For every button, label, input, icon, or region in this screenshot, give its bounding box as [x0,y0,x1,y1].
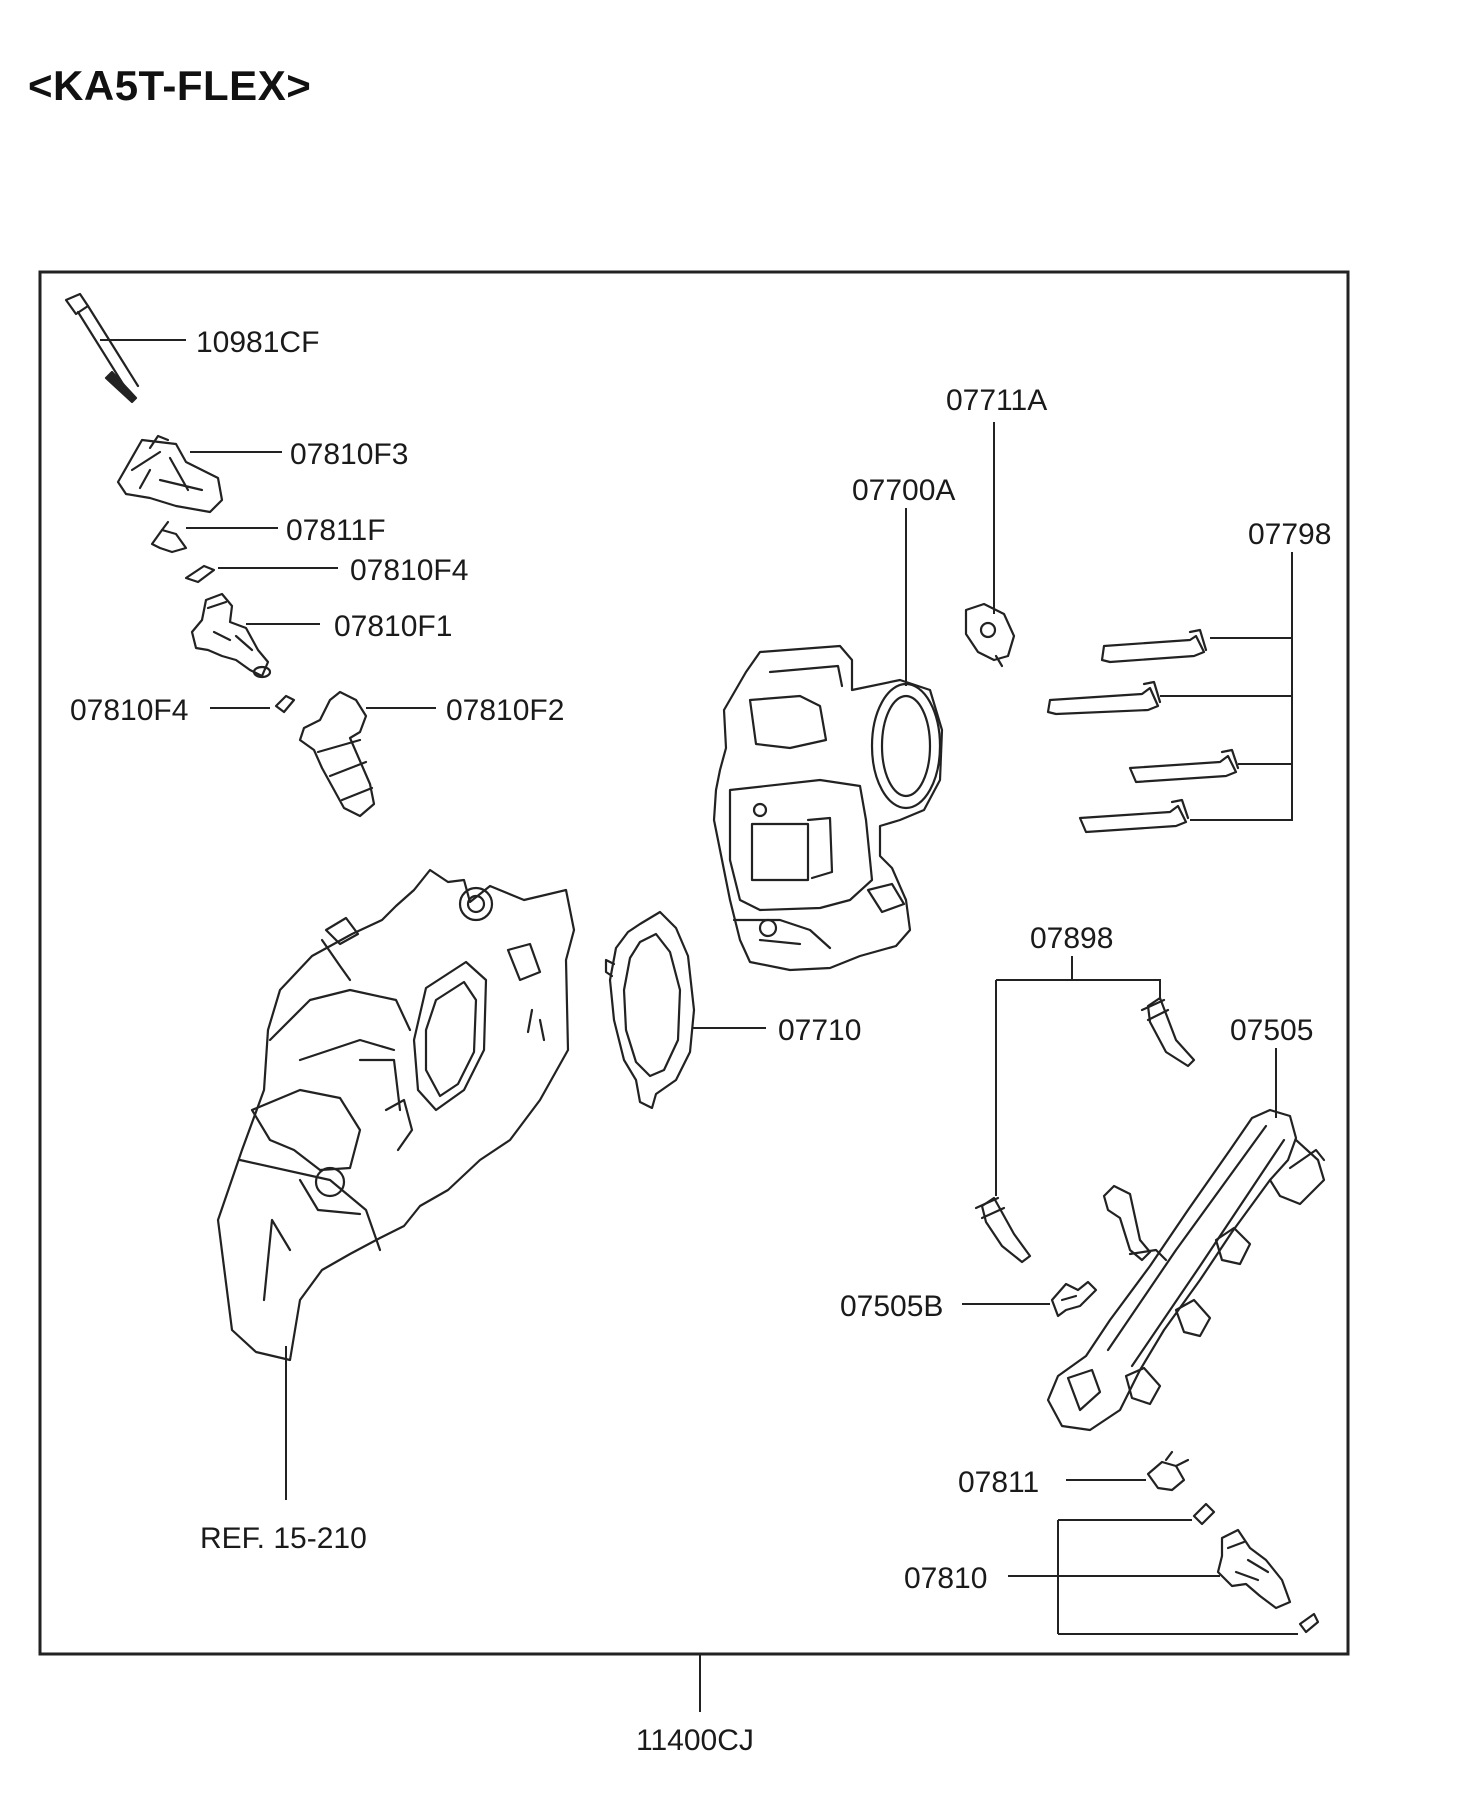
part-07811-clip [1146,1450,1190,1492]
part-07810F2 [298,690,376,818]
diagram-title: <KA5T-FLEX> [28,62,312,109]
part-07710-gasket [604,910,696,1110]
label-07710: 07710 [778,1014,861,1047]
leader-07810 [1008,1519,1298,1635]
label-10981CF: 10981CF [196,326,319,359]
leader-07898 [995,956,1161,1196]
label-07810F4-lower: 07810F4 [70,694,188,727]
part-07798-bolts [1046,628,1240,834]
part-07810F1 [190,592,272,679]
part-07810F4-upper [184,564,216,584]
label-07811F: 07811F [286,514,386,547]
part-07810F4-lower [274,694,296,714]
label-07811: 07811 [958,1466,1039,1499]
diagram-frame [38,270,1350,1656]
part-07898-clips [974,996,1196,1264]
part-07810F3 [116,434,224,514]
part-10981CF [64,292,140,404]
part-07711A [964,602,1016,668]
part-07505B-clip [1050,1280,1098,1318]
label-07798: 07798 [1248,518,1331,551]
label-07898: 07898 [1030,922,1113,955]
part-intake-manifold-ref [216,868,576,1362]
label-07505B: 07505B [840,1290,943,1323]
label-ref-15-210: REF. 15-210 [200,1522,367,1555]
part-07505-fuel-rail [1046,1108,1326,1432]
label-07810F4-upper: 07810F4 [350,554,468,587]
part-07810-injector [1192,1502,1320,1634]
label-07810F3: 07810F3 [290,438,408,471]
label-11400CJ: 11400CJ [636,1724,754,1757]
label-07810: 07810 [904,1562,987,1595]
label-07810F1: 07810F1 [334,610,452,643]
leader-07798 [1160,552,1293,821]
part-07811F [150,520,188,554]
label-07505: 07505 [1230,1014,1313,1047]
label-07810F2: 07810F2 [446,694,564,727]
label-07711A: 07711A [946,384,1047,417]
label-07700A: 07700A [852,474,955,507]
part-07700A-throttle-body [712,644,944,972]
